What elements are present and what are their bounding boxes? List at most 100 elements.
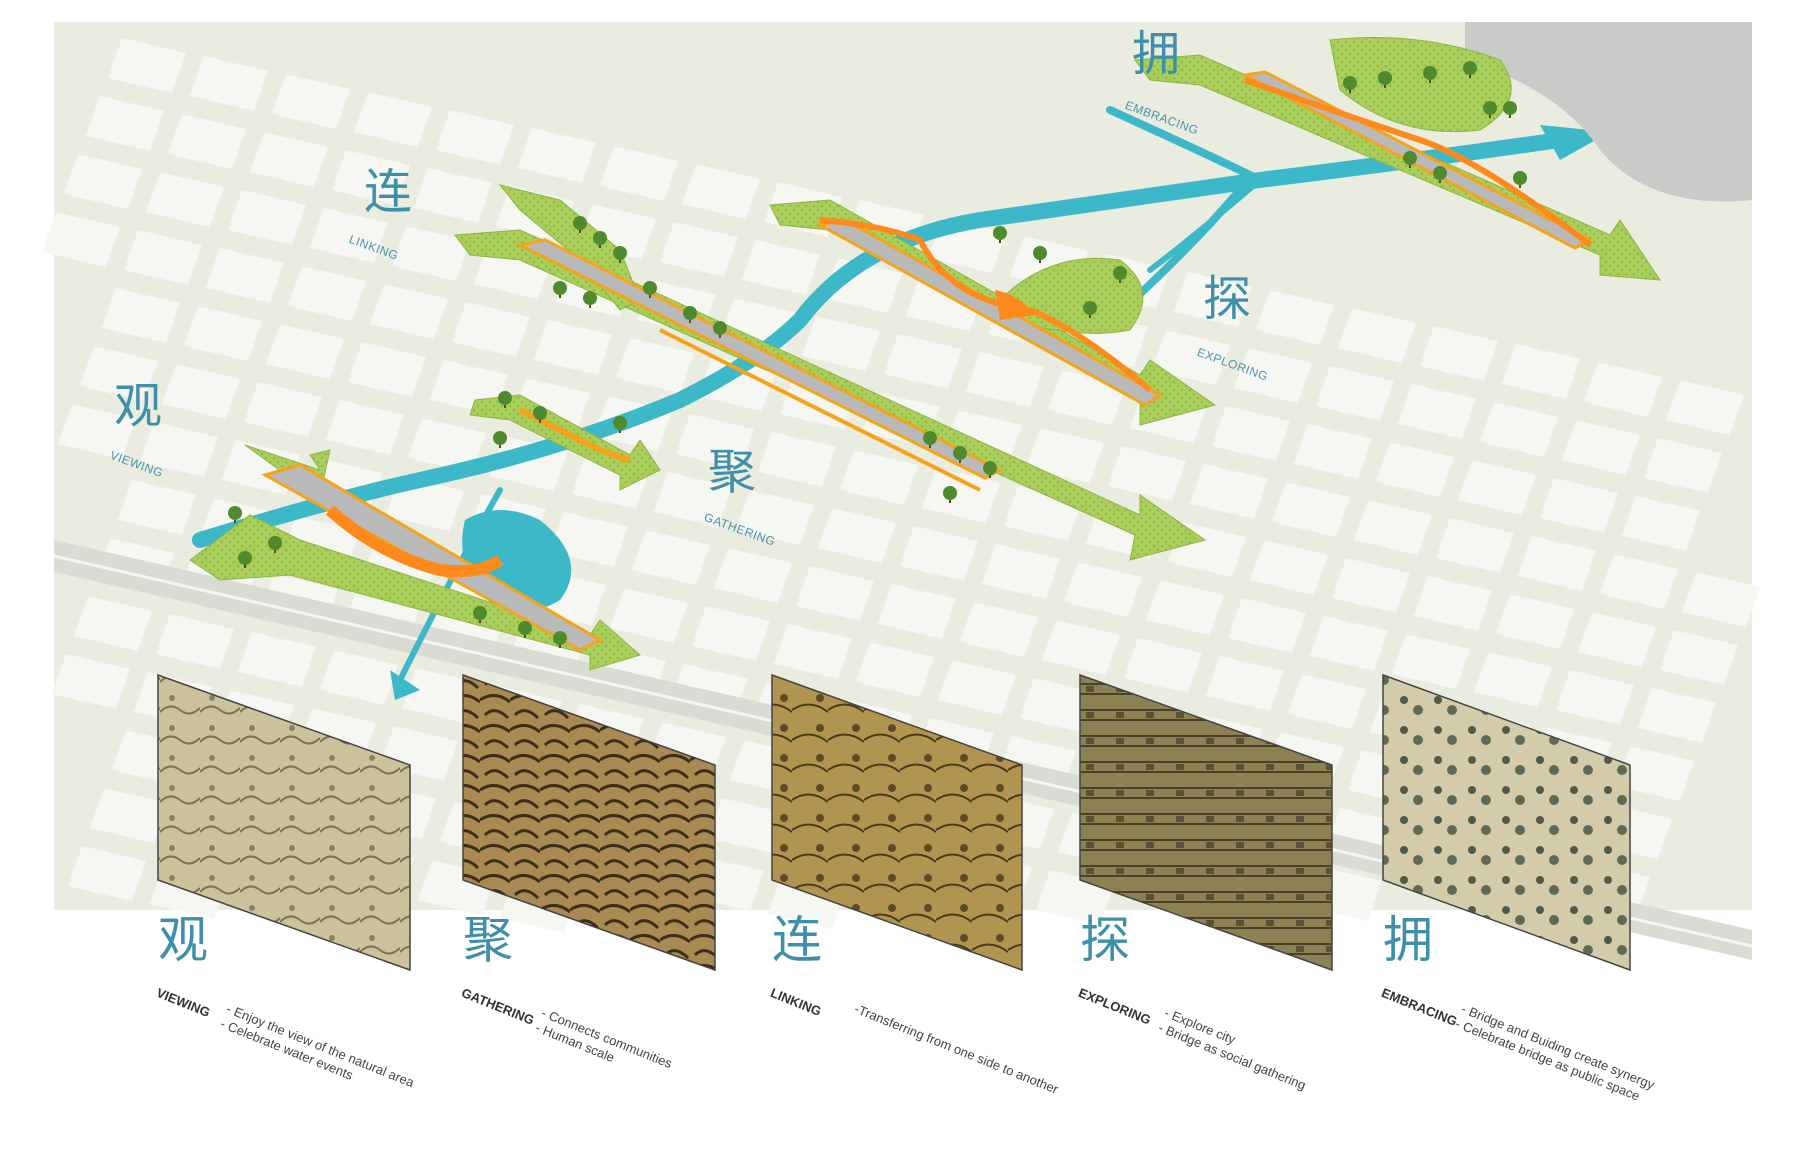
tree: [1463, 61, 1477, 78]
city-block: [206, 248, 284, 303]
tree: [613, 416, 627, 433]
city-block: [938, 660, 1016, 715]
city-block: [124, 230, 202, 285]
tree: [713, 321, 727, 338]
city-block: [392, 226, 470, 281]
city-block: [452, 302, 530, 357]
city-block: [266, 324, 344, 379]
painting-exploring: [1079, 673, 1333, 972]
tree: [518, 621, 532, 638]
city-block: [1436, 518, 1514, 573]
tree: [593, 231, 607, 248]
city-block: [1190, 464, 1268, 519]
city-block: [184, 306, 262, 361]
city-block: [1644, 438, 1722, 493]
city-block: [1234, 348, 1312, 403]
tree: [268, 536, 282, 553]
city-block: [1206, 656, 1284, 711]
city-block: [86, 96, 164, 151]
city-block: [1354, 500, 1432, 555]
city-block: [1064, 562, 1142, 617]
city-block: [1332, 558, 1410, 613]
city-block: [228, 190, 306, 245]
city-block: [1616, 746, 1694, 801]
city-block: [660, 222, 738, 277]
city-block: [884, 334, 962, 389]
city-block: [736, 490, 814, 545]
tree: [228, 506, 242, 523]
city-block: [90, 788, 168, 843]
city-block: [818, 508, 896, 563]
city-block: [118, 480, 196, 535]
city-block: [966, 352, 1044, 407]
tree: [498, 391, 512, 408]
tree: [1343, 76, 1357, 93]
tree: [613, 246, 627, 263]
tree: [1033, 246, 1047, 263]
tree: [683, 306, 697, 323]
city-block: [348, 342, 426, 397]
city-block: [742, 240, 820, 295]
city-block: [1638, 688, 1716, 743]
city-block: [840, 450, 918, 505]
city-block: [1288, 674, 1366, 729]
city-block: [600, 146, 678, 201]
city-block: [436, 110, 514, 165]
city-block: [692, 606, 770, 661]
city-block: [774, 624, 852, 679]
city-block: [1578, 612, 1656, 667]
tree: [943, 486, 957, 503]
tree: [1378, 71, 1392, 88]
pond-outflow-arrow: [390, 670, 420, 700]
city-block: [610, 588, 688, 643]
city-block: [534, 320, 612, 375]
city-block: [52, 654, 130, 709]
painting-panels: [157, 673, 1631, 972]
city-block: [244, 382, 322, 437]
city-block: [1682, 572, 1760, 627]
city-block: [1256, 290, 1334, 345]
city-block: [1042, 620, 1120, 675]
city-block: [190, 56, 268, 111]
city-block: [802, 316, 880, 371]
city-block: [518, 128, 596, 183]
city-block: [102, 288, 180, 343]
city-block: [1398, 384, 1476, 439]
city-block: [1420, 326, 1498, 381]
city-block: [140, 422, 218, 477]
city-block: [320, 650, 398, 705]
city-block: [714, 548, 792, 603]
city-block: [58, 404, 136, 459]
city-block: [310, 208, 388, 263]
city-block: [654, 472, 732, 527]
city-block: [408, 418, 486, 473]
city-block: [1294, 424, 1372, 479]
tree: [1433, 166, 1447, 183]
city-block: [1622, 496, 1700, 551]
painting-embracing: [1382, 673, 1631, 972]
painting-linking: [771, 673, 1023, 972]
city-block: [74, 596, 152, 651]
city-block: [272, 74, 350, 129]
city-block: [1152, 330, 1230, 385]
city-block: [698, 356, 776, 411]
tree: [473, 606, 487, 623]
city-block: [1666, 380, 1744, 435]
tree: [553, 281, 567, 298]
tree: [1113, 266, 1127, 283]
city-block: [1146, 580, 1224, 635]
city-block: [1518, 536, 1596, 591]
city-block: [288, 266, 366, 321]
city-block: [1250, 540, 1328, 595]
city-block: [878, 584, 956, 639]
tree: [493, 431, 507, 448]
city-block: [1020, 678, 1098, 733]
tree: [533, 406, 547, 423]
city-block: [354, 92, 432, 147]
tree: [1403, 151, 1417, 168]
city-block: [1458, 460, 1536, 515]
tree: [993, 226, 1007, 243]
tree: [953, 446, 967, 463]
city-block: [682, 164, 760, 219]
